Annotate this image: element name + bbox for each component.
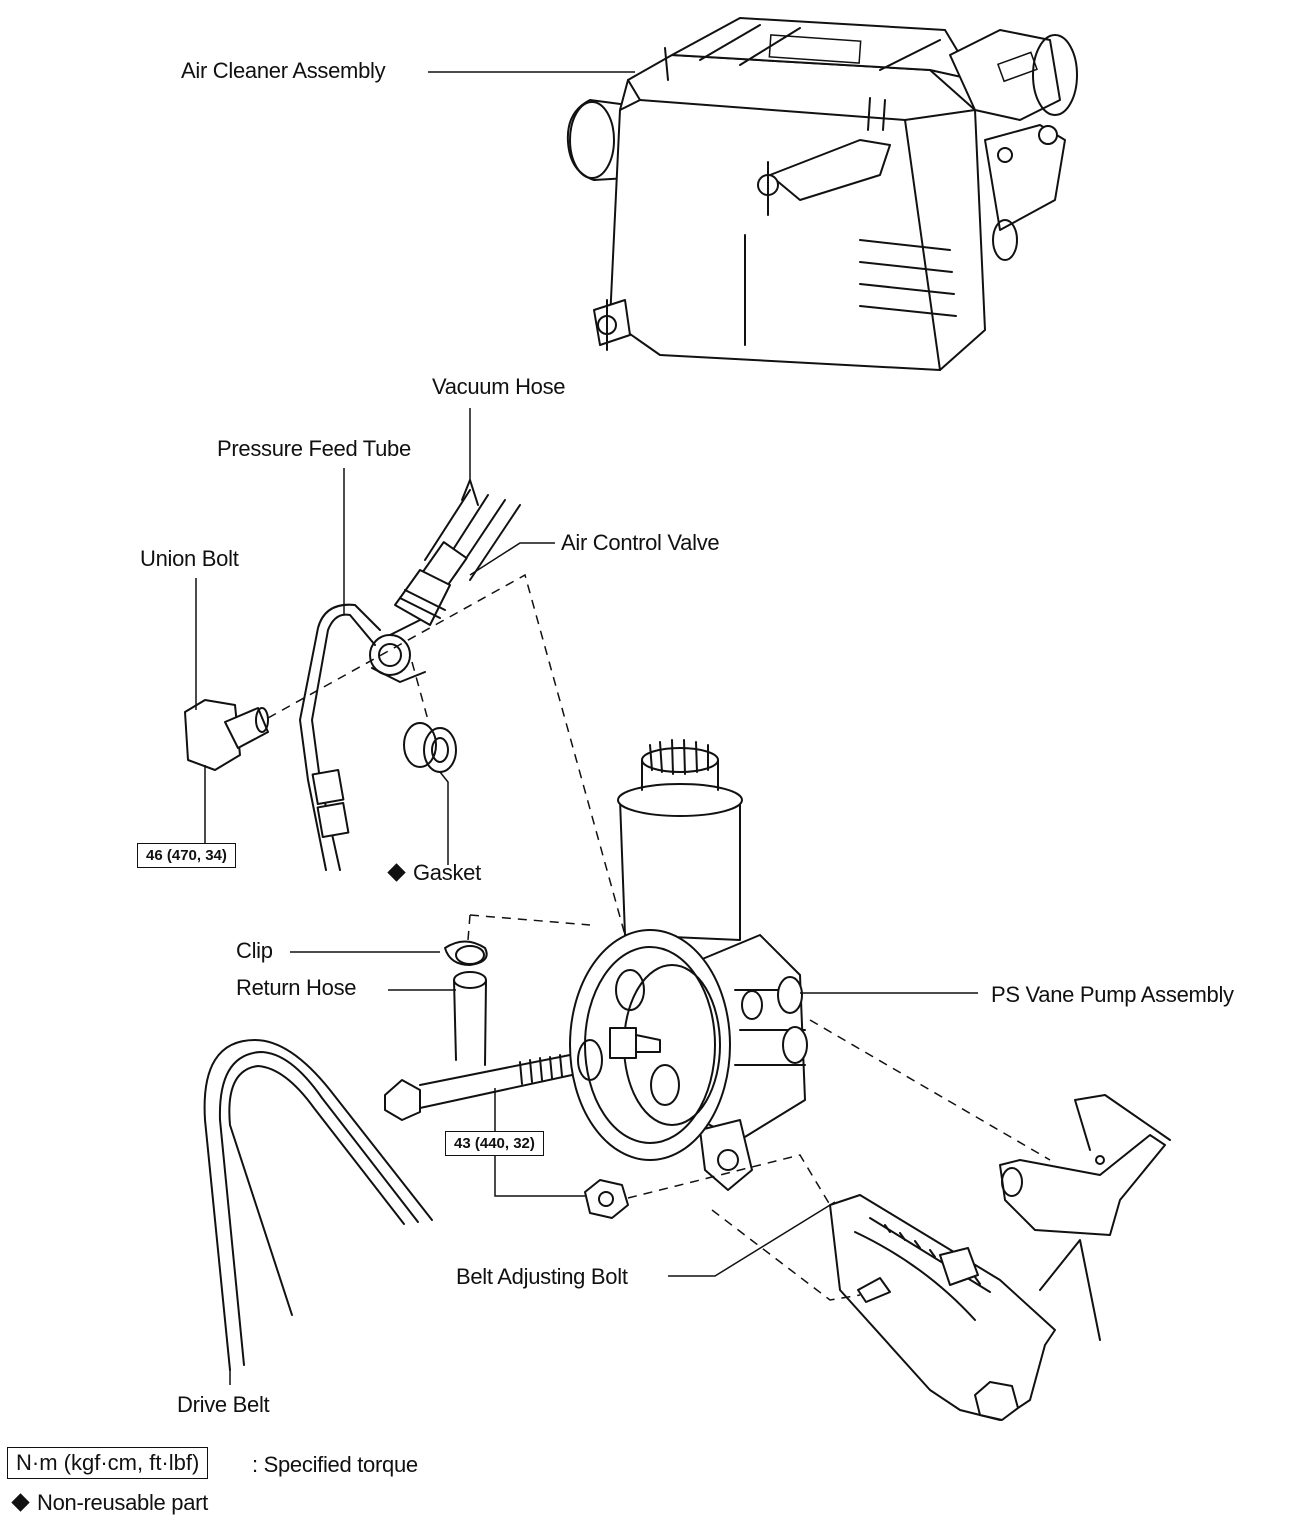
leader-lines: [195, 71, 978, 1385]
label-air-control-valve: Air Control Valve: [561, 530, 720, 555]
label-union-bolt: Union Bolt: [140, 546, 239, 571]
legend-non-reusable-text: Non-reusable part: [37, 1490, 208, 1515]
non-reusable-diamond-icon: [387, 862, 406, 882]
torque-pump-bolt: 43 (440, 32): [445, 1131, 544, 1156]
label-air-cleaner-assembly: Air Cleaner Assembly: [181, 58, 386, 83]
legend-diamond-icon: [11, 1492, 30, 1512]
label-gasket-row: Gasket: [387, 860, 481, 886]
label-pressure-feed-tube: Pressure Feed Tube: [217, 436, 411, 461]
label-clip: Clip: [236, 938, 273, 963]
alignment-lines: [267, 573, 1051, 1301]
pump-bolt-drawing: [384, 1054, 573, 1121]
label-gasket: Gasket: [413, 860, 481, 885]
label-belt-adjusting-bolt: Belt Adjusting Bolt: [456, 1264, 628, 1289]
legend-torque-text: : Specified torque: [252, 1452, 418, 1477]
union-bolt-drawing: [184, 699, 269, 771]
air-cleaner-drawing: [566, 17, 1078, 371]
air-control-valve-drawing: [369, 569, 451, 683]
clip-drawing: [444, 940, 488, 966]
drive-belt-drawing: [203, 1039, 433, 1371]
nut-drawing: [584, 1179, 629, 1219]
label-vacuum-hose: Vacuum Hose: [432, 374, 566, 399]
torque-union-bolt: 46 (470, 34): [137, 843, 236, 868]
label-drive-belt: Drive Belt: [177, 1392, 270, 1417]
pressure-feed-tube-drawing: [299, 603, 381, 871]
legend-torque-units: N·m (kgf·cm, ft·lbf): [7, 1447, 209, 1479]
bracket-drawing: [829, 1094, 1171, 1421]
return-hose-drawing: [453, 971, 487, 1066]
ps-vane-pump-drawing: [569, 739, 808, 1191]
label-ps-vane-pump-assembly: PS Vane Pump Assembly: [991, 982, 1234, 1007]
gasket-drawing: [403, 722, 457, 773]
legend-non-reusable-row: Non-reusable part: [11, 1490, 208, 1516]
label-return-hose: Return Hose: [236, 975, 357, 1000]
